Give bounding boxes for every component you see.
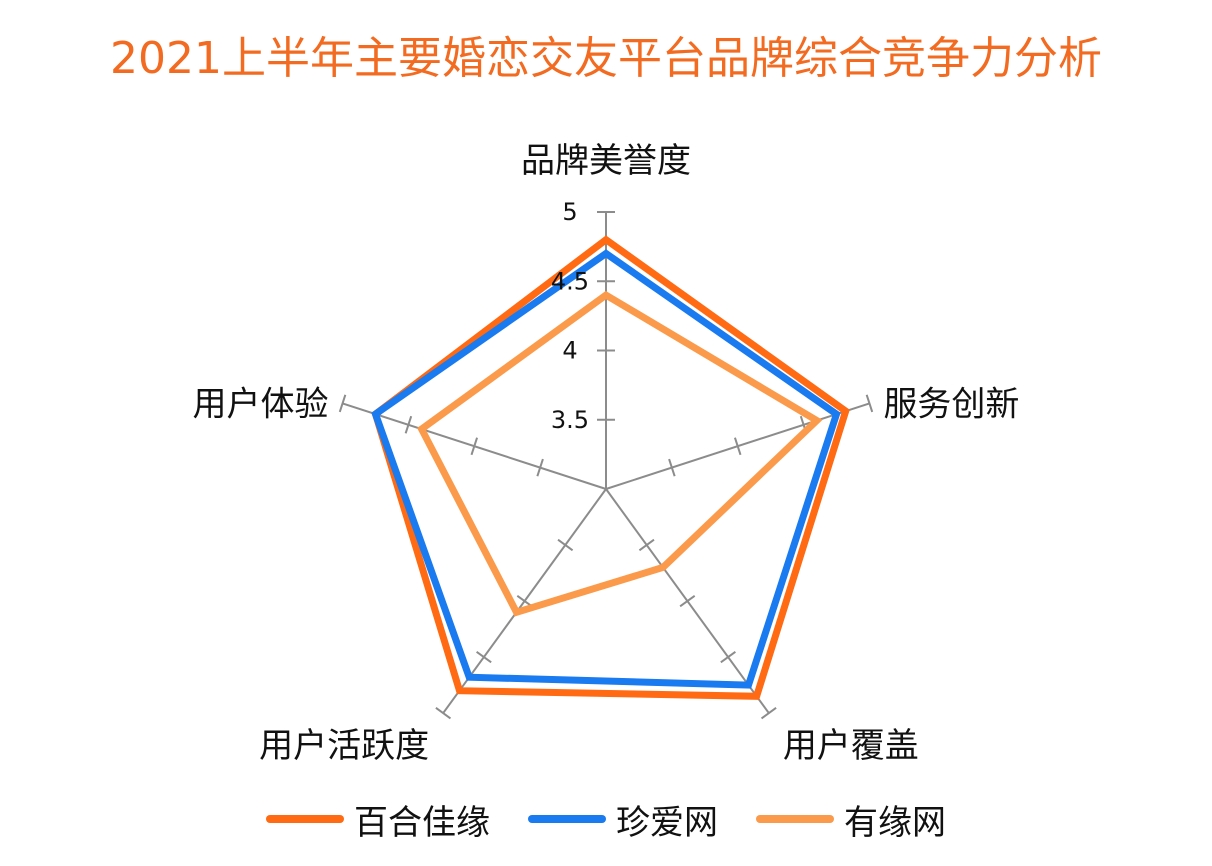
tick-label: 3.5 <box>551 406 589 434</box>
legend-item: 珍爱网 <box>528 795 718 844</box>
tick-label: 4 <box>562 337 577 365</box>
series-line <box>371 235 850 700</box>
axis-label: 用户活跃度 <box>259 726 429 766</box>
axis-tick-mark <box>638 538 655 552</box>
axis-label: 用户体验 <box>193 384 329 424</box>
series-layer <box>371 235 850 700</box>
legend: 百合佳缘 珍爱网 有缘网 <box>0 792 1212 846</box>
axis-tick-mark <box>557 538 574 552</box>
legend-item: 有缘网 <box>756 795 946 844</box>
tick-label: 5 <box>562 198 577 226</box>
series-line <box>371 249 841 689</box>
legend-label: 有缘网 <box>844 802 946 843</box>
axis-tick-mark <box>470 437 479 456</box>
axis-tick-mark <box>760 706 777 720</box>
axis-tick-mark <box>435 706 452 720</box>
axis-tick-mark <box>338 394 347 413</box>
legend-item: 百合佳缘 <box>266 795 490 844</box>
legend-swatch <box>266 815 344 823</box>
axis-tick-mark <box>516 594 533 608</box>
axis-label: 用户覆盖 <box>783 726 919 766</box>
axis-tick-mark <box>404 415 413 434</box>
series-line <box>417 290 823 617</box>
legend-label: 珍爱网 <box>616 802 718 843</box>
axes-layer <box>338 211 874 720</box>
legend-swatch <box>528 815 606 823</box>
axis-tick-mark <box>733 437 742 456</box>
tick-label: 4.5 <box>551 267 589 295</box>
legend-swatch <box>756 815 834 823</box>
axis-label: 品牌美誉度 <box>521 141 691 181</box>
chart-title: 2021上半年主要婚恋交友平台品牌综合竞争力分析 <box>110 33 1102 84</box>
axis-label: 服务创新 <box>883 384 1019 424</box>
axis-tick-mark <box>679 594 696 608</box>
axis-tick-mark <box>476 650 492 664</box>
axis-tick-mark <box>720 650 736 664</box>
axis-tick-mark <box>865 394 874 413</box>
axis-tick-mark <box>536 458 544 477</box>
legend-label: 百合佳缘 <box>354 802 490 843</box>
axis-tick-mark <box>668 458 676 477</box>
